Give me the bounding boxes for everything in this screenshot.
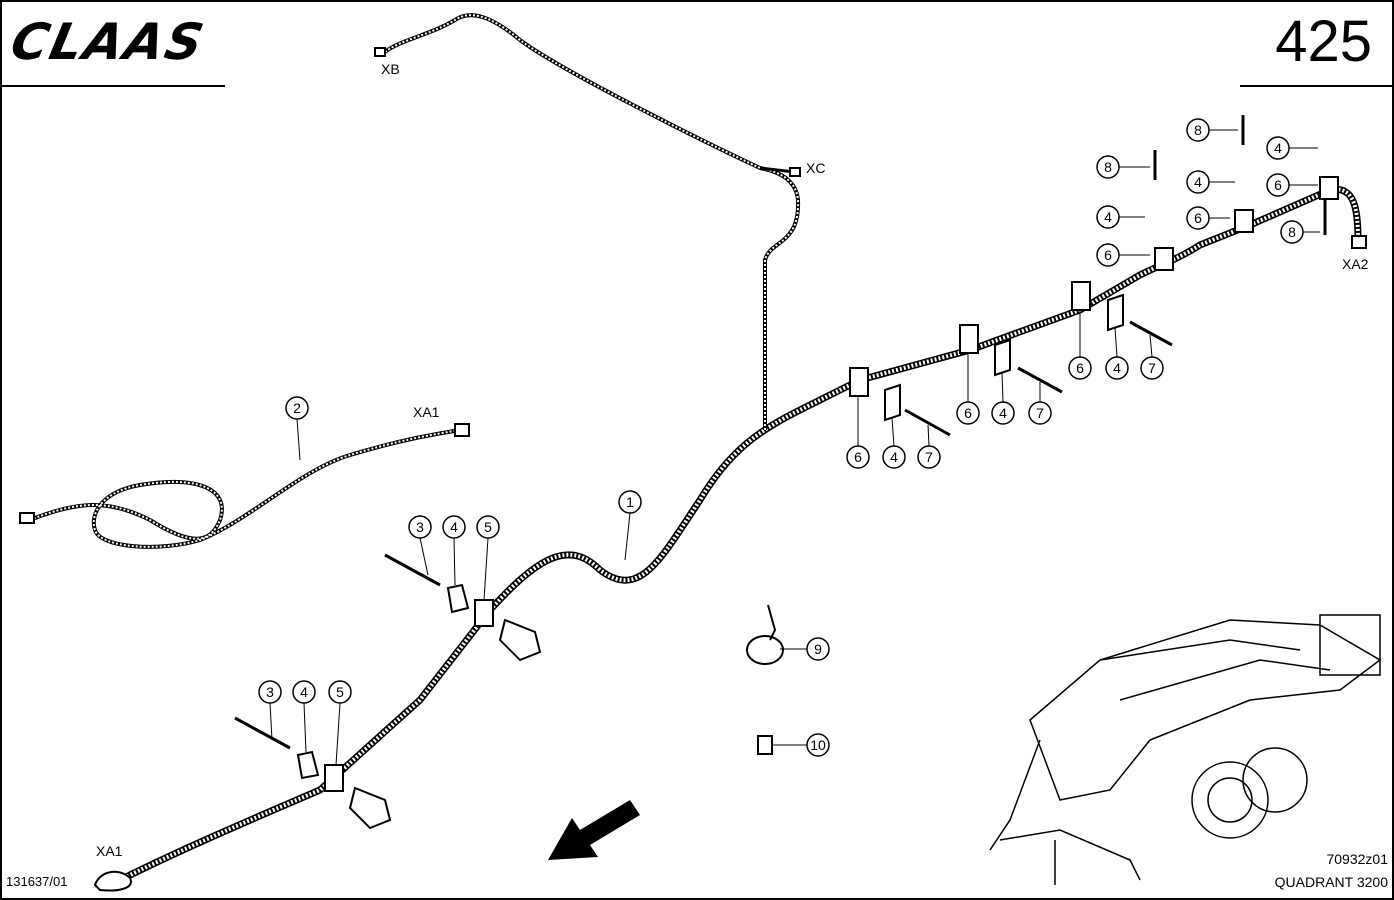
callout-8: 8 [1104, 159, 1112, 175]
callout-6: 6 [1104, 247, 1112, 263]
callout-5: 5 [484, 519, 492, 535]
connector-xa1-left [19, 512, 35, 524]
cable-tie [746, 604, 784, 665]
callout-4: 4 [450, 519, 458, 535]
callout-4: 4 [890, 449, 898, 465]
callout-7: 7 [925, 449, 933, 465]
clamps-left [296, 583, 542, 830]
callout-4: 4 [1274, 140, 1282, 156]
callout-4: 4 [1104, 209, 1112, 225]
callout-6: 6 [854, 449, 862, 465]
callout-6: 6 [1076, 360, 1084, 376]
callouts [258, 118, 1304, 757]
connector-xa2 [1351, 235, 1367, 249]
main-harness [118, 13, 1362, 884]
page-number: 425 [1275, 9, 1372, 74]
callout-6: 6 [1194, 210, 1202, 226]
connector-xc [789, 167, 801, 177]
callout-1: 1 [626, 494, 634, 510]
callout-7: 7 [1036, 405, 1044, 421]
callout-4: 4 [300, 684, 308, 700]
cable-2 [29, 428, 461, 549]
clamps-right [849, 176, 1339, 422]
callout-6: 6 [1274, 177, 1282, 193]
callout-9: 9 [814, 641, 822, 657]
callout-5: 5 [336, 684, 344, 700]
label-xb: XB [381, 61, 400, 77]
leader-lines [269, 129, 1320, 766]
figure-code: 70932z01 [1326, 851, 1388, 867]
callout-6: 6 [964, 405, 972, 421]
callout-4: 4 [999, 405, 1007, 421]
callout-numbers: 1 2 3 4 5 3 4 5 6 4 7 6 4 7 6 4 7 8 8 8 … [266, 122, 1296, 753]
direction-arrow [548, 800, 640, 860]
callout-2: 2 [293, 400, 301, 416]
model-name: QUADRANT 3200 [1274, 874, 1388, 890]
baler-illustration [989, 614, 1382, 885]
connector-xa1-top [454, 423, 470, 437]
label-xa2: XA2 [1342, 256, 1369, 272]
callout-4: 4 [1194, 174, 1202, 190]
label-xc: XC [806, 160, 825, 176]
callout-3: 3 [266, 684, 274, 700]
callout-4: 4 [1113, 360, 1121, 376]
bolts [234, 115, 1327, 750]
drawing-number: 131637/01 [6, 874, 68, 889]
callout-3: 3 [416, 519, 424, 535]
callout-7: 7 [1148, 360, 1156, 376]
label-xa1-top: XA1 [413, 404, 440, 420]
callout-8: 8 [1288, 224, 1296, 240]
label-xa1-bottom: XA1 [96, 843, 123, 859]
callout-10: 10 [810, 737, 826, 753]
connector-xb [374, 47, 386, 57]
callout-8: 8 [1194, 122, 1202, 138]
connector-xa1-bottom [93, 870, 132, 892]
cable-clip [757, 735, 773, 755]
